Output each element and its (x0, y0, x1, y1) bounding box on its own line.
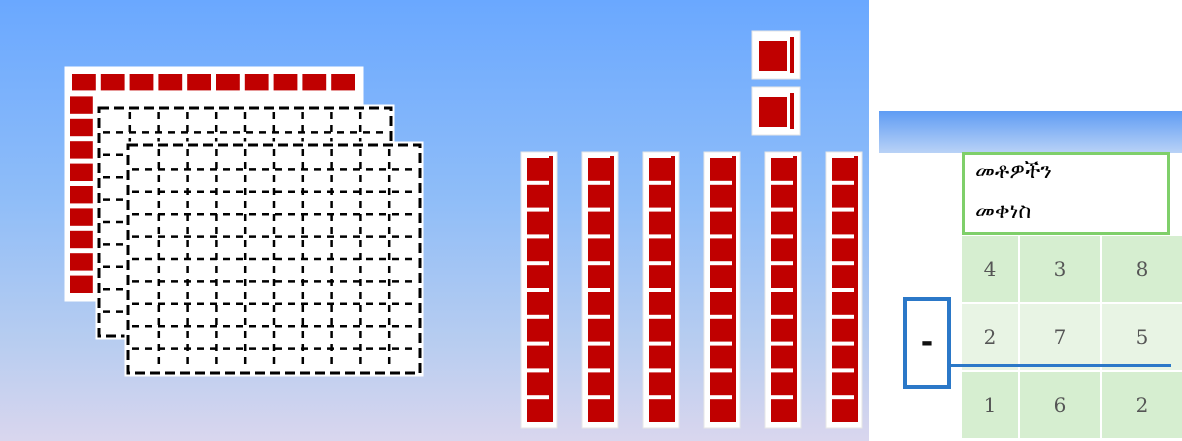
difference-ones-cell: 2 (1102, 372, 1182, 438)
one-unit-1 (752, 31, 800, 79)
minuend-tens-cell: 3 (1020, 236, 1100, 302)
ten-rod-2 (582, 152, 618, 428)
minuend-ones-cell: 8 (1102, 236, 1182, 302)
ten-rod-4 (704, 152, 740, 428)
result-divider-line (951, 364, 1171, 367)
minuend-hundreds-cell: 4 (962, 236, 1018, 302)
difference-hundreds-cell: 1 (962, 372, 1018, 438)
ten-rod-5 (765, 152, 801, 428)
subtrahend-ones-cell: 5 (1102, 304, 1182, 370)
ten-rod-1 (521, 152, 557, 428)
subtrahend-tens-cell: 7 (1020, 304, 1100, 370)
minus-sign: - (921, 328, 933, 358)
base-ten-blocks (0, 0, 869, 441)
activity-title-line-2: መቀነስ (975, 199, 1031, 224)
ten-rod-6 (826, 152, 862, 428)
one-unit-2 (752, 87, 800, 135)
place-value-grid: 4 3 8 2 7 5 1 6 2 (962, 236, 1180, 436)
ten-rod-3 (643, 152, 679, 428)
subtrahend-hundreds-cell: 2 (962, 304, 1018, 370)
panel-header (879, 111, 1182, 153)
operator-box: - (903, 297, 951, 389)
hundred-flat-3 (126, 143, 422, 375)
base-ten-blocks-board (0, 0, 869, 441)
activity-title-line-1: መቶዎችን (975, 159, 1052, 184)
difference-tens-cell: 6 (1020, 372, 1100, 438)
activity-title-box: መቶዎችን መቀነስ (962, 152, 1170, 235)
